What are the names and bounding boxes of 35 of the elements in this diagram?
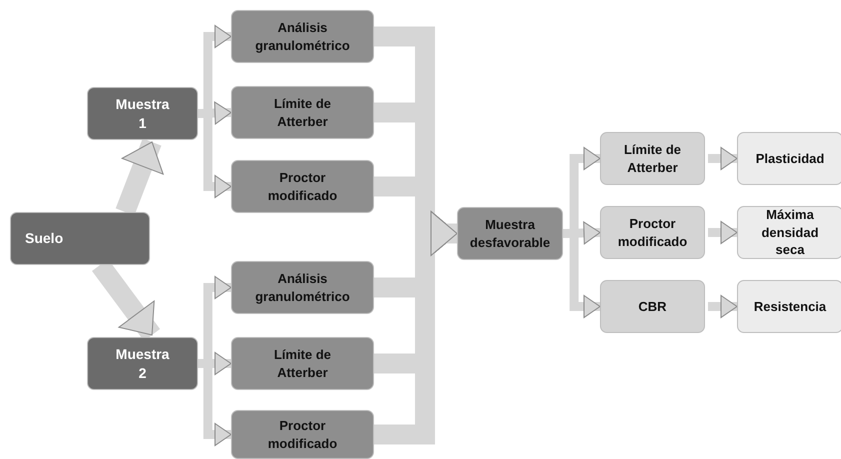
box-label: Muestra 2 [114, 344, 170, 382]
process-box [231, 261, 374, 314]
process-box [600, 132, 705, 185]
process-box [231, 337, 374, 390]
box-label: CBR [638, 298, 667, 316]
box-label: Límite de Atterber [272, 346, 332, 382]
box-label: Muestra desfavorable [470, 216, 550, 252]
block-arrow [708, 295, 738, 318]
process-box [737, 132, 841, 185]
process-box [231, 10, 374, 63]
box-label: Máxima densidad seca [760, 206, 820, 259]
box-label: Resistencia [754, 298, 826, 316]
process-box [10, 212, 150, 265]
process-box [737, 206, 841, 259]
box-label: Análisis granulométrico [254, 270, 351, 306]
process-box [600, 280, 705, 333]
process-box [87, 87, 198, 140]
box-label: Proctor modificado [618, 214, 688, 250]
block-arrow [708, 221, 738, 244]
box-label: Límite de Atterber [272, 94, 332, 130]
block-arrow [708, 147, 738, 170]
box-label: Proctor modificado [266, 416, 338, 452]
process-box [231, 410, 374, 459]
process-box [87, 337, 198, 390]
process-box [600, 206, 705, 259]
process-box [231, 86, 374, 139]
box-label: Suelo [25, 229, 64, 248]
box-label: Análisis granulométrico [254, 18, 351, 54]
box-label: Muestra 1 [114, 94, 170, 132]
box-label: Límite de Atterber [623, 140, 682, 176]
box-label: Plasticidad [756, 150, 824, 168]
box-label: Proctor modificado [266, 168, 338, 204]
process-box [457, 207, 563, 260]
process-box [231, 160, 374, 213]
process-box [737, 280, 841, 333]
